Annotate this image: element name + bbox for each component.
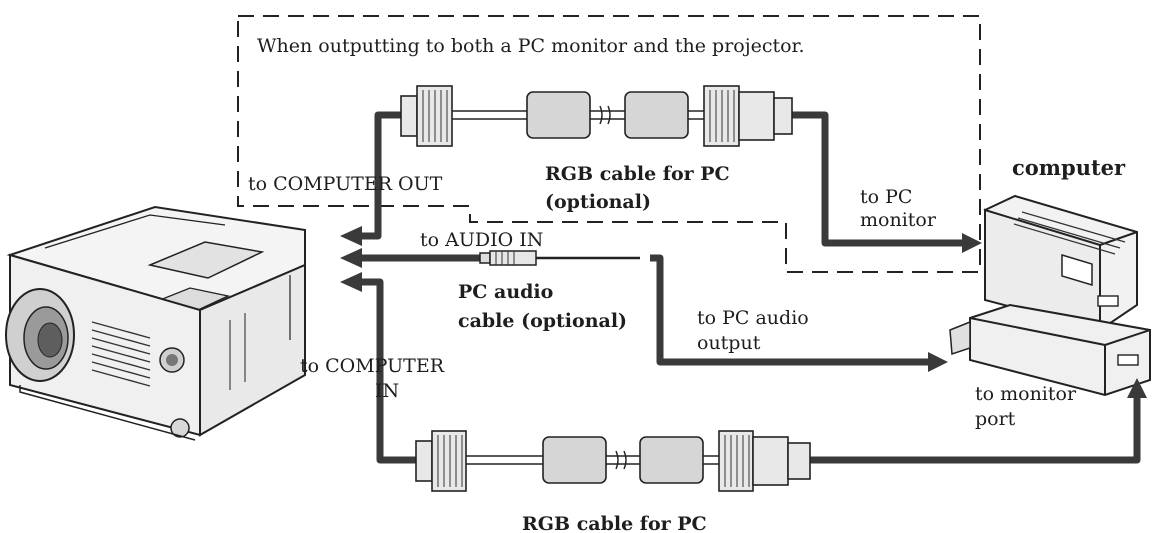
computer-in-label-1: to COMPUTER [300, 355, 445, 377]
monitor-port-label-1: to monitor [975, 383, 1077, 405]
dashed-boundary [237, 15, 981, 273]
computer-in-label-2: IN [375, 380, 399, 402]
bottom-rgb-cable-label: RGB cable for PC [522, 513, 707, 533]
audio-cable-label-2: cable (optional) [458, 310, 627, 332]
audio-cable [340, 248, 948, 372]
computer-out-label: to COMPUTER OUT [248, 173, 443, 195]
projector-icon [5, 205, 306, 441]
monitor-port-label-2: port [975, 408, 1016, 430]
pc-monitor-label-1: to PC [860, 186, 912, 208]
pc-monitor-label-2: monitor [860, 209, 937, 231]
audio-in-label: to AUDIO IN [420, 229, 543, 251]
audio-cable-label-1: PC audio [458, 281, 553, 303]
bottom-rgb-cable [340, 272, 1147, 492]
pc-audio-output-label-2: output [697, 332, 761, 354]
pc-audio-output-label-1: to PC audio [697, 307, 809, 329]
note-text: When outputting to both a PC monitor and… [257, 35, 805, 57]
top-rgb-cable-label-2: (optional) [545, 191, 651, 213]
top-rgb-cable-label-1: RGB cable for PC [545, 163, 730, 185]
top-rgb-cable [340, 85, 982, 253]
computer-label: computer [1012, 155, 1126, 180]
computer-icon [949, 194, 1151, 397]
